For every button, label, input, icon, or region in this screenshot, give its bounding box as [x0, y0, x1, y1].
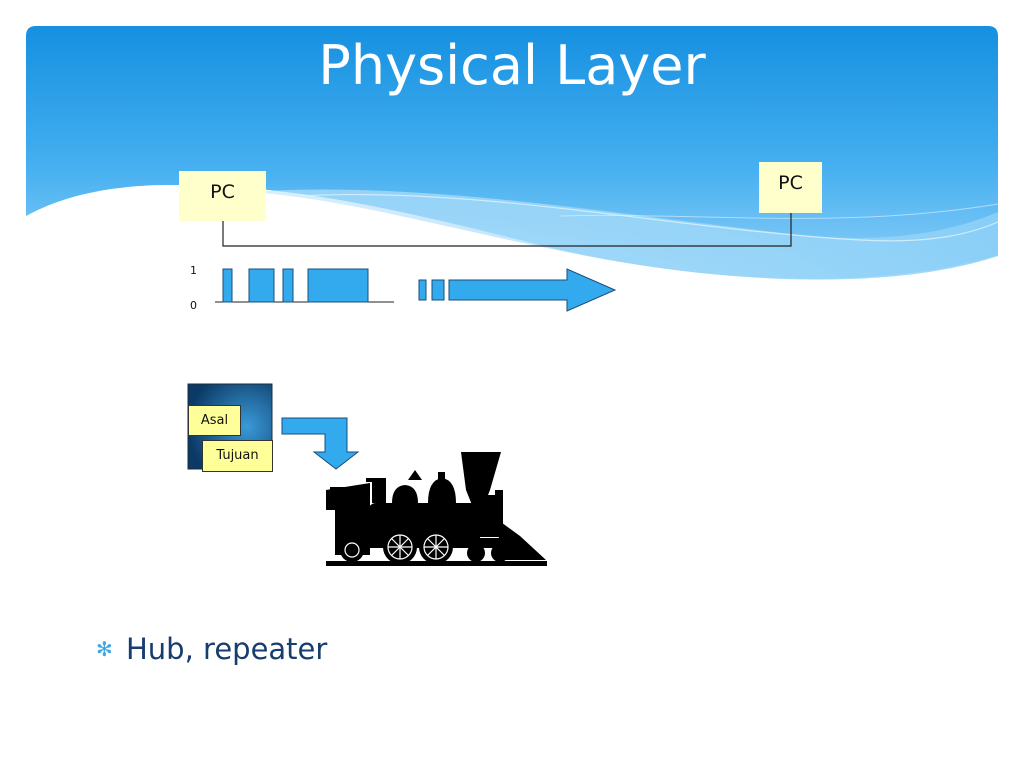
bullet-text: Hub, repeater [126, 632, 328, 666]
signal-high-label: 1 [190, 264, 197, 277]
signal-pulse [282, 268, 294, 303]
pc-right-box: PC [759, 162, 822, 213]
bullet-item: ✻ Hub, repeater [96, 628, 327, 670]
destination-label: Tujuan [202, 440, 273, 472]
slide-title: Physical Layer [318, 34, 706, 97]
signal-low-label: 0 [190, 299, 197, 312]
arrow-tail-bar [431, 279, 445, 301]
signal-pulse [248, 268, 275, 303]
bent-arrow [281, 417, 360, 470]
wheel-spokes [344, 534, 449, 560]
asterisk-icon: ✻ [96, 637, 113, 661]
arrow-tail-bar [418, 279, 427, 301]
signal-pulse [307, 268, 369, 303]
connection-cable [222, 213, 792, 247]
signal-pulse [222, 268, 233, 303]
pc-left-box: PC [179, 171, 266, 221]
direction-arrow [448, 268, 617, 312]
source-label: Asal [188, 405, 241, 436]
